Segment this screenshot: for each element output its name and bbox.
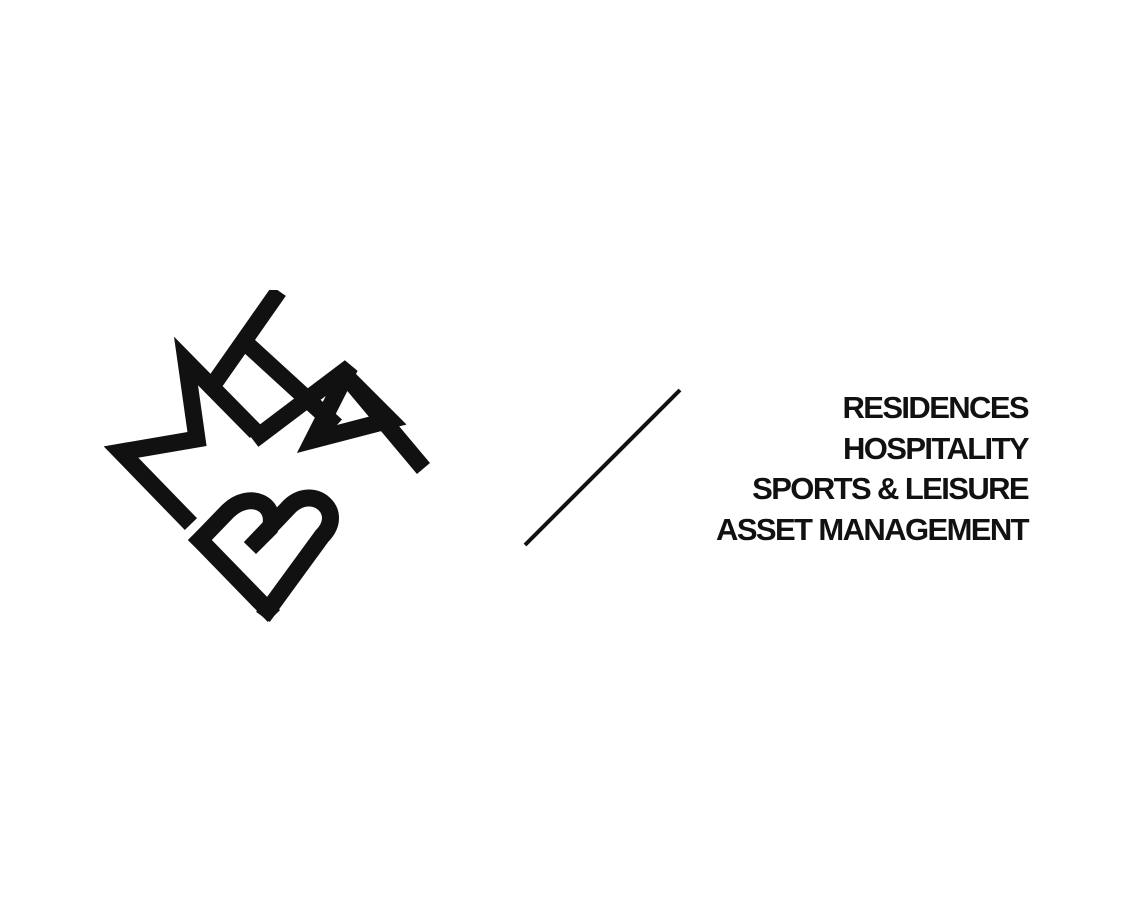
- monogram-letter-w: [248, 360, 430, 474]
- services-list: RESIDENCES HOSPITALITY SPORTS & LEISURE …: [716, 388, 1030, 550]
- service-item-residences: RESIDENCES: [842, 390, 1029, 425]
- monogram-letter-b-spine: [187, 527, 281, 623]
- service-item-sports-leisure: SPORTS & LEISURE: [752, 471, 1029, 506]
- monogram-letter-t-stem: [235, 332, 343, 433]
- diagonal-divider: [523, 388, 682, 547]
- service-item-hospitality: HOSPITALITY: [842, 430, 1030, 466]
- brand-monogram-logo: [103, 290, 430, 623]
- monogram-letter-m: [103, 336, 263, 531]
- monogram-letter-b-bowls: [187, 489, 339, 622]
- service-item-asset-management: ASSET MANAGEMENT: [716, 511, 1030, 547]
